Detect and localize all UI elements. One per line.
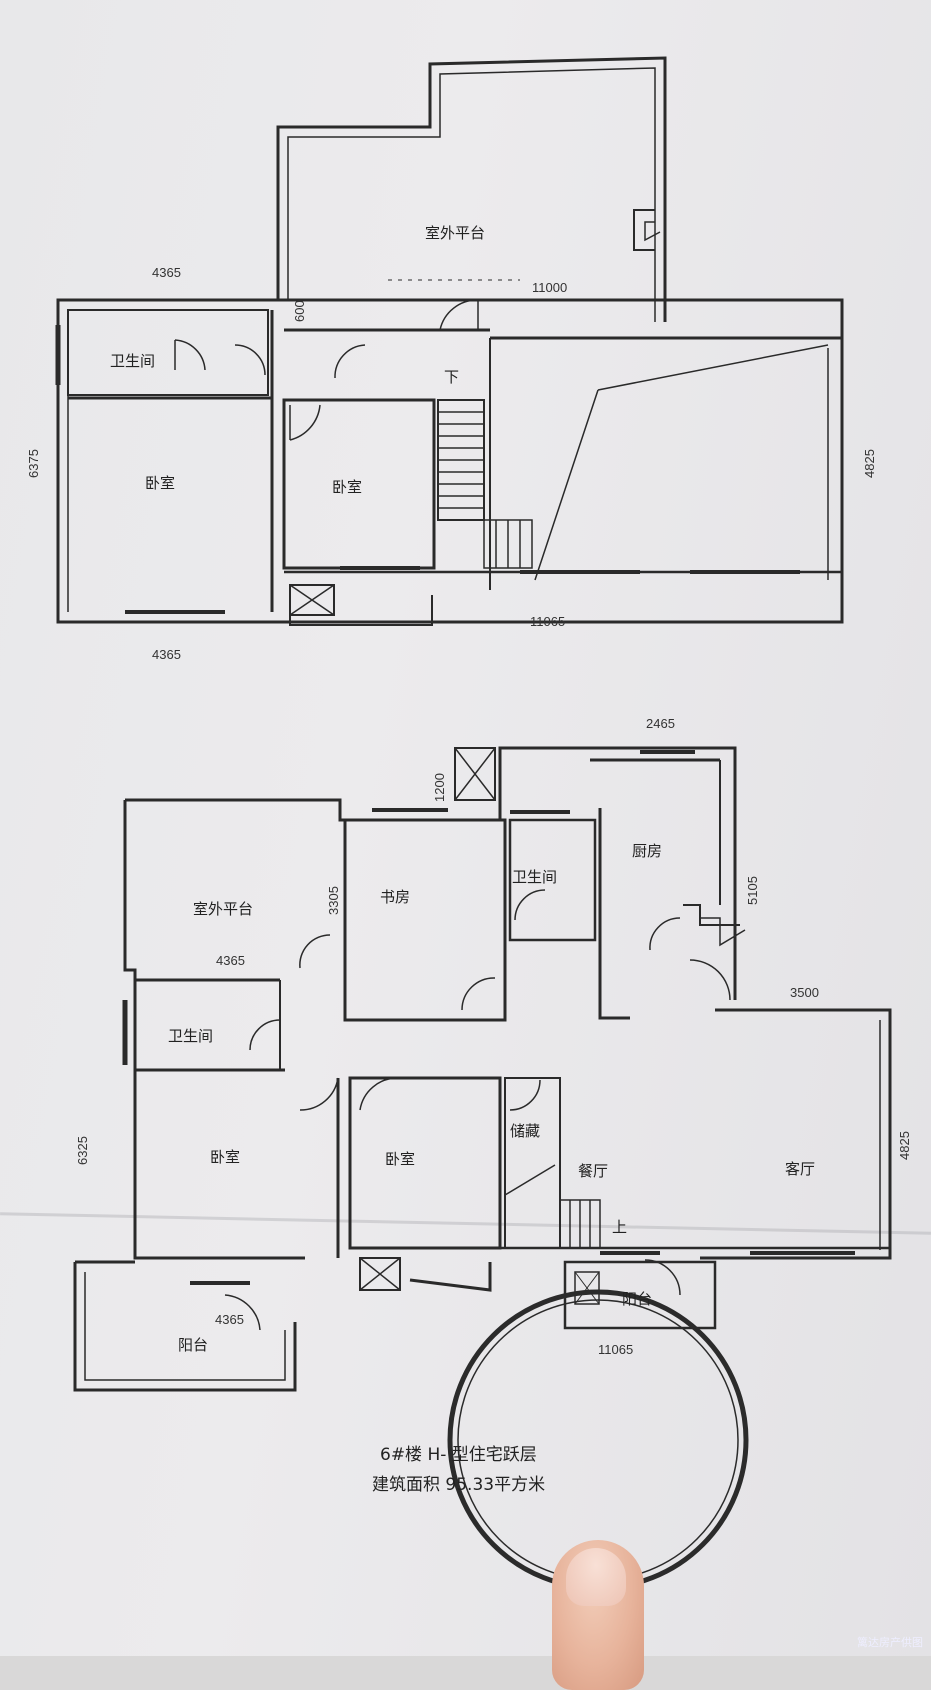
upper-bathroom-label: 卫生间 — [110, 352, 156, 370]
upper-terrace-wall — [276, 56, 667, 322]
balcony-left-label: 阳台 — [178, 1336, 209, 1354]
lower-dim-terrace-width: 4365 — [216, 953, 245, 968]
upper-dim-left-height: 6375 — [26, 449, 41, 478]
lower-bathroom-mid-label: 卫生间 — [512, 868, 558, 886]
fingernail-photo-artifact — [566, 1548, 626, 1606]
upper-dim-top-left: 4365 — [152, 265, 181, 280]
lower-dim-right-height: 4825 — [897, 1131, 912, 1160]
storage-label: 储藏 — [510, 1122, 541, 1140]
floor-plan-drawing — [55, 56, 892, 1591]
lower-bathroom-left-label: 卫生间 — [168, 1027, 214, 1045]
lower-bedroom-mid-label: 卧室 — [385, 1150, 416, 1168]
kitchen-label: 厨房 — [632, 842, 663, 860]
plan-caption-line1: 6#楼 H- 型住宅跃层 — [380, 1445, 537, 1465]
lower-terrace-label: 室外平台 — [193, 900, 254, 918]
upper-floor-outline — [56, 298, 844, 624]
stairs-down-label: 下 — [444, 368, 460, 386]
living-label: 客厅 — [785, 1160, 816, 1178]
lower-bedroom-left-label: 卧室 — [210, 1148, 241, 1166]
stairs-up-label: 上 — [612, 1218, 628, 1236]
study-label: 书房 — [380, 888, 411, 906]
source-watermark: 篱达房产供图 — [857, 1636, 923, 1649]
upper-dim-small: 600 — [292, 300, 307, 322]
lower-dim-shaft: 1200 — [432, 773, 447, 802]
lower-dim-living-width: 3500 — [790, 985, 819, 1000]
balcony-right-label: 阳台 — [622, 1290, 653, 1308]
upper-bedroom-mid-label: 卧室 — [332, 478, 363, 496]
lower-dim-study-height: 3305 — [326, 886, 341, 915]
upper-bedroom-left-label: 卧室 — [145, 474, 176, 492]
lower-dim-left-height: 6325 — [75, 1136, 90, 1165]
upper-dim-right-height: 4825 — [862, 449, 877, 478]
upper-dim-bottom-total: 11065 — [530, 614, 566, 629]
plan-caption-line2: 建筑面积 95.33平方米 — [372, 1475, 546, 1495]
dining-label: 餐厅 — [578, 1162, 609, 1180]
upper-terrace-label: 室外平台 — [425, 224, 486, 242]
lower-dim-kitchen-height: 5105 — [745, 876, 760, 905]
lower-dim-balcony-width: 4365 — [215, 1312, 244, 1327]
lower-dim-bottom-total: 11065 — [598, 1342, 634, 1357]
upper-dim-terrace-width: 11000 — [532, 280, 568, 295]
upper-dim-bottom-left: 4365 — [152, 647, 181, 662]
lower-dim-top-kitchen: 2465 — [646, 716, 675, 731]
